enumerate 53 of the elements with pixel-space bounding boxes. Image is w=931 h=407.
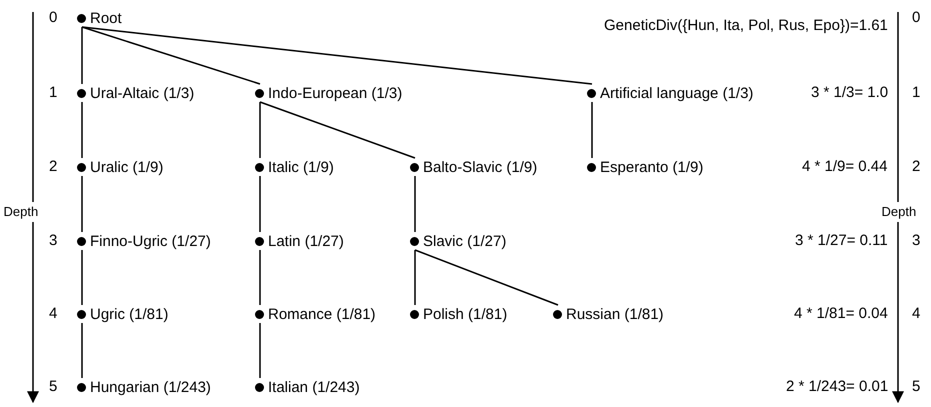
node-label: Latin (1/27) [268, 232, 344, 250]
tree-branch-line [259, 176, 261, 232]
node-label: Root [90, 10, 122, 26]
formula-text: 4 * 1/81= 0.04 [794, 305, 888, 323]
node-label: Ural-Altaic (1/3) [90, 84, 194, 102]
tree-branch-line [260, 101, 416, 159]
node-label: Indo-European (1/3) [268, 84, 402, 102]
tree-branch-line [81, 27, 83, 84]
formula-text: GeneticDiv({Hun, Ita, Pol, Rus, Epo})=1.61 [604, 17, 888, 35]
tree-branch-line [81, 250, 83, 305]
formula-text: 4 * 1/9= 0.44 [802, 158, 888, 176]
tree-branch-line [81, 323, 83, 378]
node-label: Italian (1/243) [268, 378, 360, 396]
formula-text: 2 * 1/243= 0.01 [786, 378, 888, 396]
node-label: Finno-Ugric (1/27) [90, 232, 211, 250]
node-label: Romance (1/81) [268, 306, 376, 322]
depth-number: 3 [49, 232, 58, 250]
node-label: Italic (1/9) [268, 158, 334, 176]
tree-branch-line [81, 176, 83, 232]
depth-number: 5 [49, 378, 58, 396]
axis-label: Depth [4, 203, 38, 221]
tree-branch-line [82, 26, 592, 85]
depth-number: 2 [912, 158, 920, 176]
node-label: Slavic (1/27) [423, 232, 506, 250]
formula-text: 3 * 1/27= 0.11 [795, 232, 888, 250]
depth-number: 1 [49, 84, 58, 102]
node-label: Esperanto (1/9) [600, 158, 704, 176]
tree-branch-line [259, 250, 261, 305]
node-label: Russian (1/81) [566, 306, 664, 322]
depth-number: 2 [49, 158, 58, 176]
node-label: Artificial language (1/3) [600, 84, 754, 102]
depth-number: 4 [49, 305, 58, 323]
formula-text: 3 * 1/3= 1.0 [811, 84, 888, 102]
tree-branch-line [414, 176, 416, 232]
depth-number: 0 [912, 9, 920, 27]
depth-number: 4 [912, 305, 920, 323]
node-label: Ugric (1/81) [90, 306, 168, 322]
depth-number: 1 [912, 84, 920, 102]
node-label: Uralic (1/9) [90, 158, 164, 176]
tree-branch-line [414, 250, 416, 305]
tree-branch-line [591, 102, 593, 158]
tree-branch-line [414, 249, 558, 306]
node-label: Balto-Slavic (1/9) [423, 158, 538, 176]
tree-branch-line [259, 323, 261, 378]
node-label: Hungarian (1/243) [90, 378, 211, 396]
tree-branch-line [82, 26, 260, 85]
depth-number: 3 [912, 232, 920, 250]
node-label: Polish (1/81) [423, 306, 508, 322]
depth-number: 0 [49, 9, 58, 27]
tree-branch-line [81, 102, 83, 158]
axis-label: Depth [882, 203, 916, 221]
depth-number: 5 [912, 378, 920, 396]
tree-branch-line [259, 102, 261, 158]
